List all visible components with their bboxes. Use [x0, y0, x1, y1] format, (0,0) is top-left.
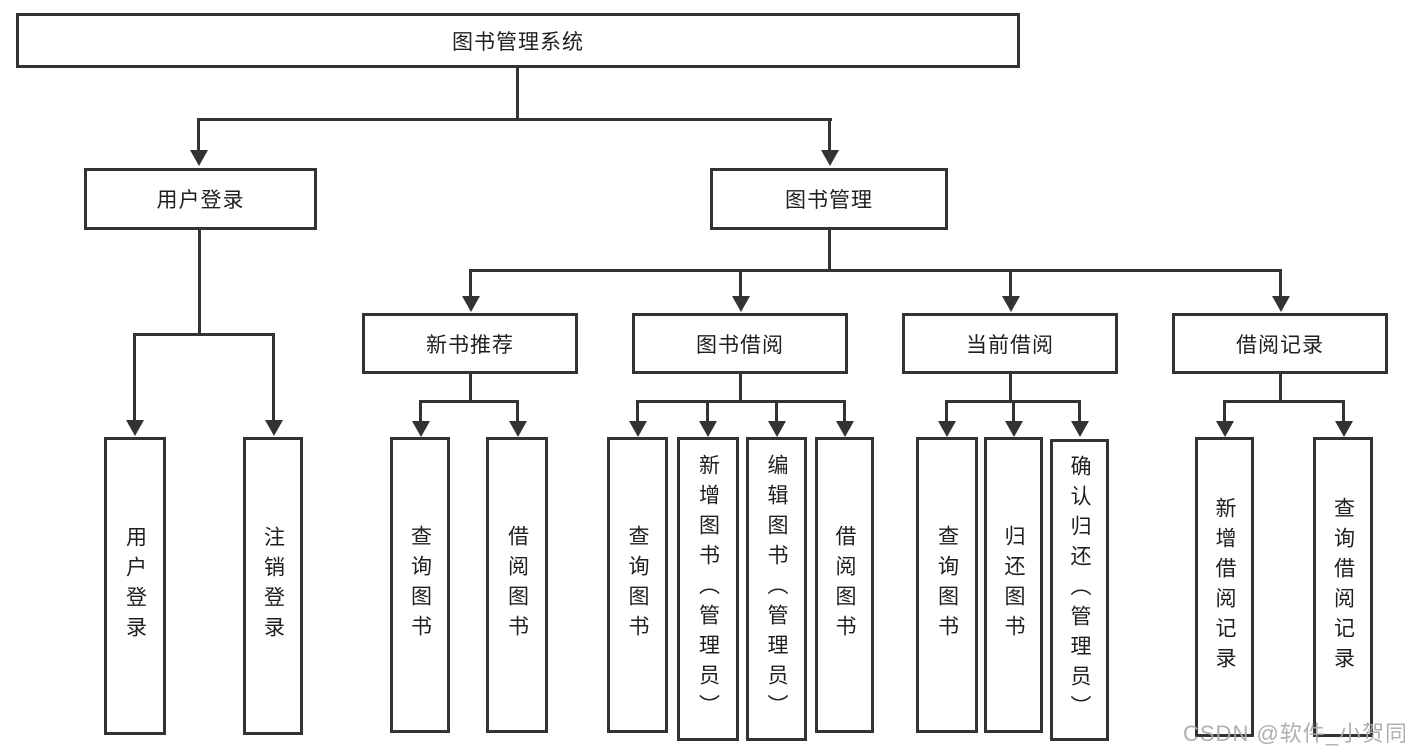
- connector-line: [1078, 400, 1081, 421]
- connector-line: [843, 400, 846, 421]
- leaf-edit-books-admin: 编辑图书（管理员）: [746, 437, 807, 741]
- connector-line: [197, 118, 832, 121]
- leaf-add-books-admin: 新增图书（管理员）: [677, 437, 739, 741]
- node-label: 借阅图书: [505, 525, 529, 645]
- connector-arrow: [1272, 296, 1290, 312]
- node-label: 查询图书: [408, 525, 432, 645]
- connector-line: [133, 333, 275, 336]
- connector-line: [197, 118, 200, 150]
- leaf-logout-login: 注销登录: [243, 437, 303, 735]
- connector-arrow: [699, 421, 717, 437]
- connector-line: [1342, 400, 1345, 421]
- node-current-borrowing: 当前借阅: [902, 313, 1118, 374]
- connector-line: [1223, 400, 1344, 403]
- node-label: 确认归还（管理员）: [1068, 455, 1091, 725]
- leaf-query-borrow-record: 查询借阅记录: [1313, 437, 1373, 737]
- connector-arrow: [629, 421, 647, 437]
- connector-arrow: [732, 296, 750, 312]
- connector-line: [1012, 400, 1015, 421]
- connector-arrow: [462, 296, 480, 312]
- connector-line: [516, 68, 519, 121]
- connector-arrow: [768, 421, 786, 437]
- node-book-borrowing: 图书借阅: [632, 313, 848, 374]
- connector-line: [945, 400, 948, 421]
- node-label: 归还图书: [1002, 525, 1025, 645]
- leaf-user-login: 用户登录: [104, 437, 166, 735]
- connector-line: [419, 400, 422, 421]
- node-label: 借阅图书: [833, 525, 856, 645]
- connector-arrow: [836, 421, 854, 437]
- node-label: 新增借阅记录: [1213, 497, 1236, 677]
- node-label: 查询借阅记录: [1331, 497, 1355, 677]
- connector-line: [469, 269, 472, 296]
- connector-line: [739, 269, 742, 296]
- leaf-confirm-return-admin: 确认归还（管理员）: [1050, 439, 1109, 741]
- connector-line: [1223, 400, 1226, 421]
- connector-arrow: [190, 150, 208, 166]
- connector-line: [133, 333, 136, 420]
- connector-arrow: [265, 420, 283, 436]
- node-label: 用户登录: [123, 526, 147, 646]
- node-label: 新书推荐: [426, 333, 514, 357]
- leaf-return-books: 归还图书: [984, 437, 1043, 733]
- node-label: 编辑图书（管理员）: [765, 454, 788, 724]
- connector-line: [469, 269, 1282, 272]
- connector-arrow: [1002, 296, 1020, 312]
- connector-line: [419, 400, 519, 403]
- connector-line: [1009, 374, 1012, 403]
- connector-line: [198, 230, 201, 336]
- node-new-book-recommend: 新书推荐: [362, 313, 578, 374]
- leaf-borrowing-borrow-books: 借阅图书: [815, 437, 874, 733]
- connector-arrow: [1071, 421, 1089, 437]
- node-label: 查询图书: [626, 525, 649, 645]
- connector-arrow: [1335, 421, 1353, 437]
- connector-arrow: [938, 421, 956, 437]
- node-user-login: 用户登录: [84, 168, 317, 230]
- connector-line: [636, 400, 639, 421]
- connector-line: [828, 230, 831, 272]
- connector-line: [469, 374, 472, 403]
- connector-line: [775, 400, 778, 421]
- leaf-add-borrow-record: 新增借阅记录: [1195, 437, 1254, 737]
- leaf-current-query-books: 查询图书: [916, 437, 978, 733]
- connector-arrow: [126, 420, 144, 436]
- connector-line: [1279, 269, 1282, 296]
- connector-line: [1279, 374, 1282, 403]
- leaf-borrowing-query-books: 查询图书: [607, 437, 668, 733]
- connector-arrow: [821, 150, 839, 166]
- node-label: 图书管理: [785, 189, 873, 212]
- connector-line: [828, 118, 831, 150]
- leaf-recommend-borrow-books: 借阅图书: [486, 437, 548, 733]
- connector-arrow: [509, 421, 527, 437]
- watermark-text: CSDN @软件_小贺同学: [1183, 721, 1405, 746]
- node-label: 图书管理系统: [452, 30, 584, 54]
- connector-arrow: [1216, 421, 1234, 437]
- node-label: 图书借阅: [696, 333, 784, 357]
- node-book-management: 图书管理: [710, 168, 948, 230]
- node-label: 用户登录: [156, 189, 245, 212]
- node-label: 当前借阅: [966, 333, 1054, 357]
- connector-line: [636, 400, 846, 403]
- connector-arrow: [1005, 421, 1023, 437]
- node-borrowing-records: 借阅记录: [1172, 313, 1388, 374]
- leaf-recommend-query-books: 查询图书: [390, 437, 450, 733]
- connector-arrow: [412, 421, 430, 437]
- node-label: 借阅记录: [1236, 333, 1324, 357]
- connector-line: [516, 400, 519, 421]
- node-label: 注销登录: [261, 526, 285, 646]
- connector-line: [1009, 269, 1012, 296]
- node-label: 查询图书: [935, 525, 959, 645]
- connector-line: [706, 400, 709, 421]
- node-library-management-system: 图书管理系统: [16, 13, 1020, 68]
- connector-line: [272, 333, 275, 420]
- connector-line: [739, 374, 742, 403]
- node-label: 新增图书（管理员）: [696, 454, 720, 724]
